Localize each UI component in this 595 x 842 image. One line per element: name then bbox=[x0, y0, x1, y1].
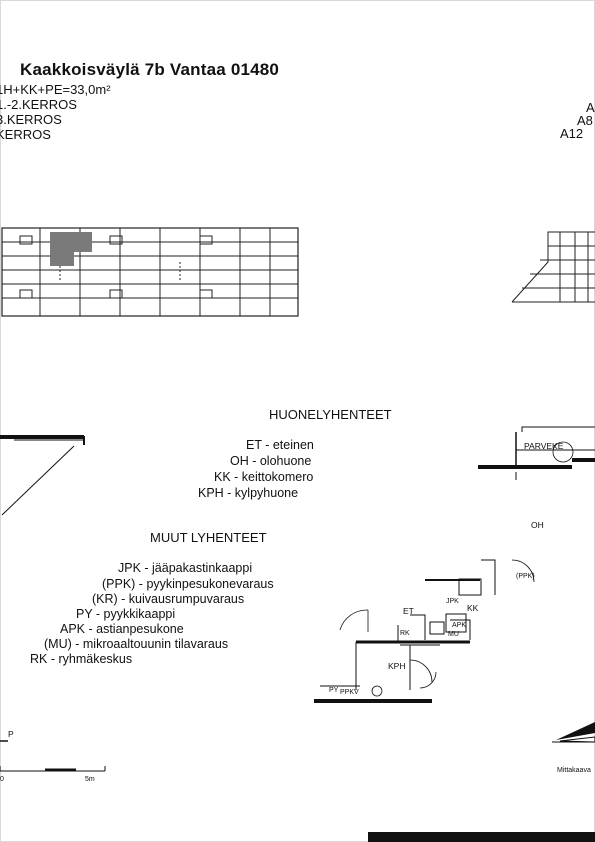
scale-ratio-label: Mittakaava bbox=[557, 767, 591, 774]
key-fragment-3: A12 bbox=[560, 126, 584, 141]
scale-bar bbox=[0, 740, 106, 772]
key-fragment-1: A bbox=[586, 100, 595, 115]
apartment-plan bbox=[314, 426, 595, 703]
other-abbrev-item: RK - ryhmäkeskus bbox=[30, 652, 133, 666]
key-plan-building bbox=[1, 227, 299, 317]
other-abbrev-item: PY - pyykkikaappi bbox=[76, 607, 176, 621]
room-abbrev-item: KK - keittokomero bbox=[214, 470, 314, 484]
other-abbrev-item: (MU) - mikroaaltouunin tilavaraus bbox=[44, 637, 229, 651]
room-abbrev-item: KPH - kylpyhuone bbox=[198, 486, 299, 500]
room-label-mu: MU bbox=[448, 631, 459, 638]
apartment-type: 1H+KK+PE=33,0m² bbox=[0, 82, 111, 97]
room-label-rk: RK bbox=[400, 630, 410, 637]
room-label-ppkv: PPKV bbox=[340, 689, 359, 696]
scale-zero: 0 bbox=[0, 776, 4, 783]
address-title: Kaakkoisväylä 7b Vantaa 01480 bbox=[20, 60, 280, 79]
room-label-ppk: (PPK) bbox=[516, 573, 535, 580]
room-label-kk: KK bbox=[467, 603, 479, 613]
other-abbrev-item: JPK - jääpakastinkaappi bbox=[118, 561, 253, 575]
floor-line-2: 3.KERROS bbox=[0, 112, 62, 127]
room-label-jpk: JPK bbox=[446, 598, 459, 605]
room-label-apk: APK bbox=[452, 622, 467, 629]
room-label-py: PY bbox=[329, 687, 339, 694]
other-abbrev-item: (KR) - kuivausrumpuvaraus bbox=[92, 592, 245, 606]
other-abbrev-item: (PPK) - pyykinpesukonevaraus bbox=[102, 577, 274, 591]
left-plan-fragment bbox=[0, 435, 85, 516]
room-label-kph: KPH bbox=[388, 661, 406, 671]
floor-line-3: KERROS bbox=[0, 127, 51, 142]
key-plan-right bbox=[511, 231, 595, 303]
room-abbrev-heading: HUONELYHENTEET bbox=[269, 407, 392, 422]
room-abbrev-item: OH - olohuone bbox=[230, 454, 312, 468]
key-fragment-2: A8 bbox=[577, 113, 593, 128]
floor-line-1: 1.-2.KERROS bbox=[0, 97, 77, 112]
room-abbrev-item: ET - eteinen bbox=[246, 438, 314, 452]
other-abbrev-item: APK - astianpesukone bbox=[60, 622, 184, 636]
other-abbrev-heading: MUUT LYHENTEET bbox=[150, 530, 267, 545]
room-label-living: OH bbox=[531, 520, 544, 530]
north-letter: P bbox=[8, 729, 14, 739]
room-label-et: ET bbox=[403, 606, 414, 616]
north-arrow bbox=[552, 722, 595, 743]
highlighted-apartment bbox=[50, 232, 92, 266]
room-label-balcony: PARVEKE bbox=[524, 441, 564, 451]
scale-five: 5m bbox=[85, 776, 95, 783]
